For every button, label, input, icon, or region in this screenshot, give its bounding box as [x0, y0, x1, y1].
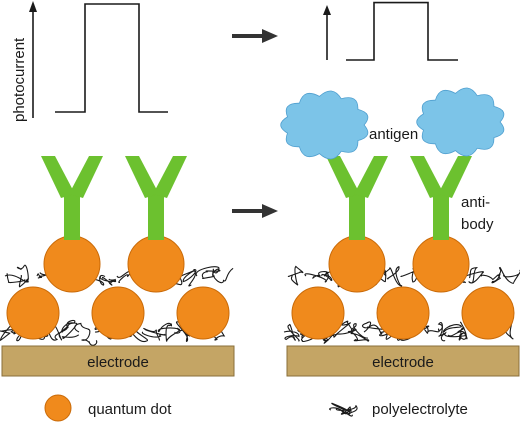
antibody-layer-right — [326, 156, 472, 240]
antibody-stem — [433, 190, 449, 240]
antibody-stem — [349, 190, 365, 240]
polyelectrolyte-strand — [16, 264, 29, 288]
sensor-assembly-before: electrode — [0, 156, 235, 377]
legend-quantum-dot-swatch — [44, 394, 72, 422]
polyelectrolyte-strand — [283, 323, 300, 342]
quantum-dot — [291, 286, 345, 340]
right-arrow-icon — [232, 204, 278, 218]
polyelectrolyte-strand — [442, 324, 468, 340]
polyelectrolyte-strand — [74, 322, 98, 346]
antigen — [416, 87, 505, 157]
quantum-dot-layer-right — [291, 235, 515, 340]
quantum-dot — [461, 286, 515, 340]
polyelectrolyte-strand — [304, 271, 329, 283]
polyelectrolyte-strand — [99, 275, 117, 286]
electrode-label-right: electrode — [372, 354, 434, 371]
photocurrent-pulse-after — [346, 1, 458, 61]
up-arrow-icon — [29, 1, 37, 12]
polyelectrolyte-strand — [329, 402, 358, 417]
polyelectrolyte-strand — [61, 319, 80, 339]
electrode-left — [1, 345, 235, 377]
antibody — [326, 156, 388, 240]
quantum-dot-layer-left — [6, 235, 230, 340]
antibody-arm — [153, 156, 187, 198]
antibody — [125, 156, 187, 240]
photocurrent-plot-before: photocurrent — [11, 1, 168, 122]
quantum-dot — [6, 286, 60, 340]
antibody-arm — [354, 156, 388, 198]
polyelectrolyte-strand — [497, 266, 520, 285]
polyelectrolyte-strand — [480, 273, 502, 284]
antibody-label-line2: body — [461, 216, 494, 233]
antibody-arm — [438, 156, 472, 198]
quantum-dot — [43, 235, 101, 293]
antibody-layer-left — [41, 156, 187, 240]
antigen — [280, 90, 369, 160]
polyelectrolyte-strand — [212, 267, 234, 284]
antibody — [41, 156, 103, 240]
polyelectrolyte-strand — [0, 321, 15, 341]
legend: quantum dot polyelectrolyte — [44, 394, 468, 422]
antibody — [410, 156, 472, 240]
polyelectrolyte-strand — [141, 327, 166, 341]
electrode-label-left: electrode — [87, 354, 149, 371]
antigen-shape — [280, 90, 369, 160]
quantum-dot — [127, 235, 185, 293]
polyelectrolyte-strand — [180, 269, 197, 287]
polyelectrolyte-strand — [287, 265, 304, 286]
antibody-stem — [148, 190, 164, 240]
antigen-layer — [280, 87, 505, 160]
polyelectrolyte-strand — [4, 273, 30, 284]
legend-polyelectrolyte-label: polyelectrolyte — [372, 401, 468, 418]
up-arrow-icon — [323, 5, 331, 15]
polyelectrolyte-strand — [195, 266, 221, 280]
antibody-arm — [41, 156, 75, 198]
quantum-dot — [176, 286, 230, 340]
quantum-dot — [376, 286, 430, 340]
antibody-arm — [69, 156, 103, 198]
antibody-label-line1: anti- — [461, 194, 490, 211]
antibody-arm — [125, 156, 159, 198]
electrode-right — [286, 345, 520, 377]
photocurrent-pulse-before — [55, 3, 168, 113]
photocurrent-plot-after — [323, 1, 458, 61]
polyelectrolyte-strand — [465, 267, 485, 284]
antigen-label: antigen — [369, 126, 418, 143]
antigen-shape — [416, 87, 505, 157]
quantum-dot — [412, 235, 470, 293]
polyelectrolyte-strand — [157, 322, 181, 342]
antibody-arm — [326, 156, 360, 198]
right-arrow-icon — [232, 29, 278, 43]
polyelectrolyte-strand — [457, 321, 467, 341]
polyelectrolyte-strand — [347, 323, 370, 342]
quantum-dot — [328, 235, 386, 293]
antibody-arm — [410, 156, 444, 198]
sensor-assembly-after: electrode antigen anti- body — [280, 87, 520, 377]
legend-quantum-dot-label: quantum dot — [88, 401, 172, 418]
legend-polyelectrolyte-swatch — [329, 402, 358, 417]
y-axis-label: photocurrent — [11, 37, 28, 122]
quantum-dot — [91, 286, 145, 340]
antibody-stem — [64, 190, 80, 240]
polyelectrolyte-strand — [383, 265, 403, 287]
